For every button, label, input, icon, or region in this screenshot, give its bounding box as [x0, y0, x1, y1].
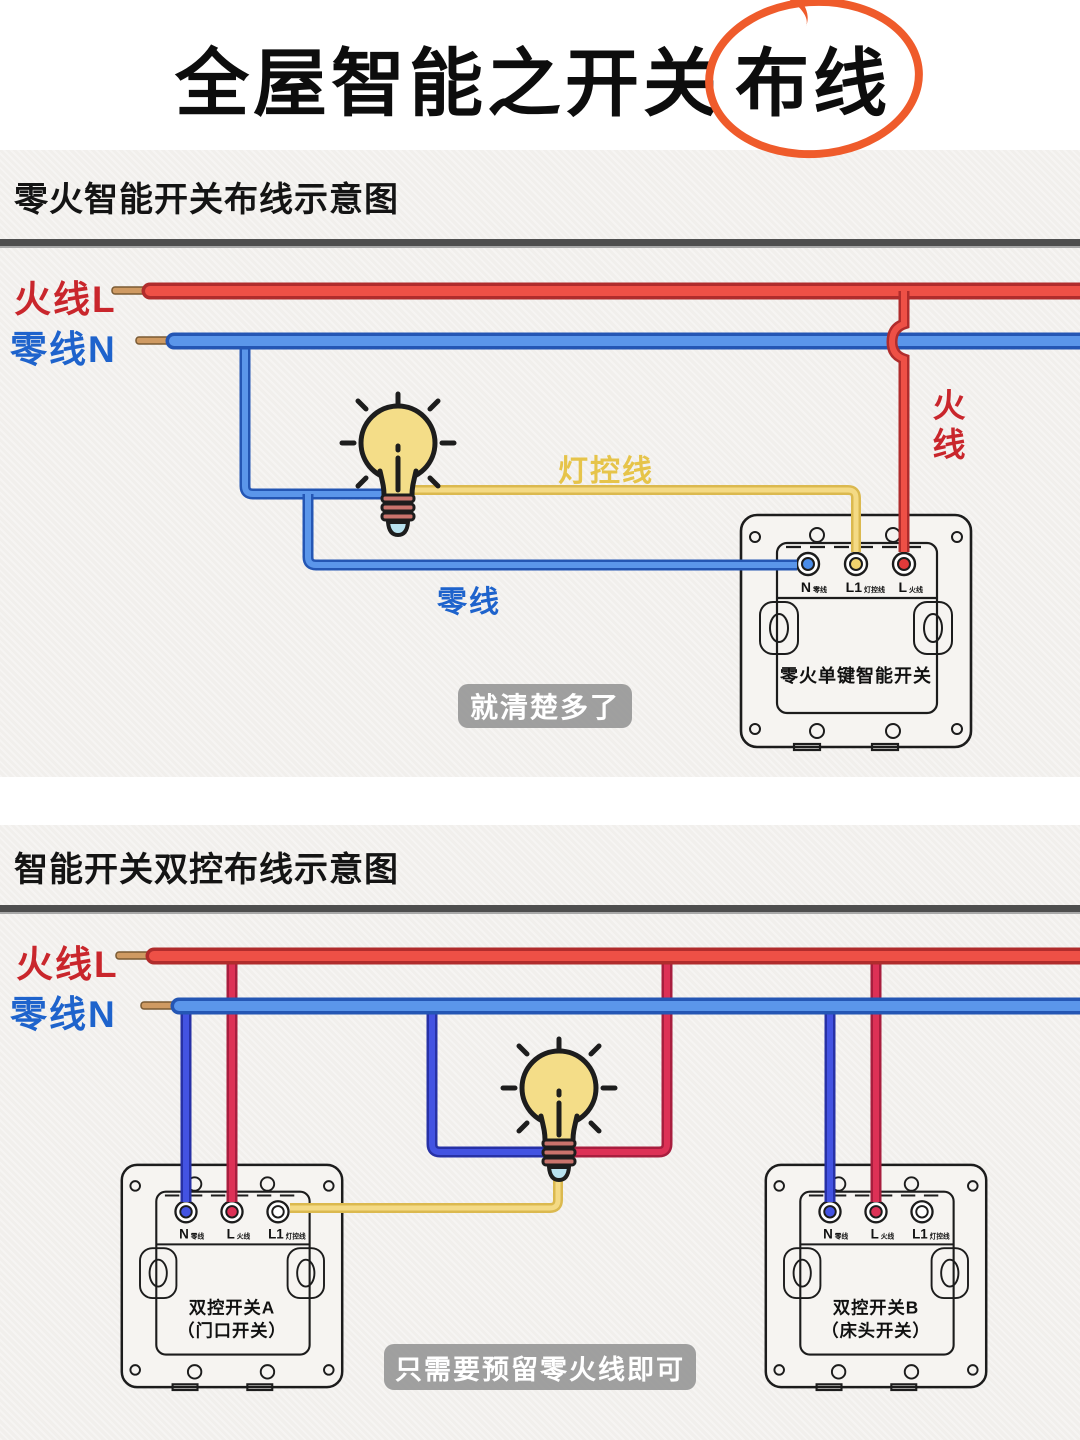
p1-neutral-branch-label: 零线 — [437, 586, 501, 619]
page-title-prefix: 全屋智能之开关 — [175, 42, 721, 125]
p1-live-wire-label: 火线L — [14, 279, 117, 320]
caption-badge: 就清楚多了 — [458, 684, 632, 728]
page-title-circled: 布线 — [735, 42, 891, 125]
light-bulb-icon — [500, 1036, 618, 1182]
light-bulb-icon — [339, 391, 457, 537]
terminal-l-label: L — [898, 579, 907, 595]
smart-switch-a: N 零线 L 火线 L1 灯控线 双控开关A （门口开关） — [120, 1163, 344, 1392]
bulb-rays — [500, 1036, 618, 1134]
terminal-l1-sublabel: 灯控线 — [930, 1232, 950, 1241]
switch-name-line2: （门口开关） — [177, 1320, 286, 1340]
terminal-n-label: N — [823, 1227, 833, 1242]
terminal-l1: L1 灯控线 — [843, 551, 885, 595]
terminal-l1-sublabel: 灯控线 — [864, 585, 885, 594]
smart-switch-b: N 零线 L 火线 L1 灯控线 双控开关B （床头开关） — [764, 1163, 988, 1392]
page-title: 全屋智能之开关布线 — [0, 0, 1080, 166]
terminal-n-sublabel: 零线 — [190, 1232, 205, 1241]
terminal-l1-sublabel: 灯控线 — [286, 1232, 306, 1241]
bulb-rays — [339, 391, 457, 489]
terminal-l1-label: L1 — [912, 1227, 928, 1242]
terminal-l-sublabel: 火线 — [881, 1232, 895, 1241]
p2-neutral-wire-label: 零线N — [10, 994, 117, 1035]
section1-divider — [0, 239, 1080, 248]
terminal-l-label: L — [227, 1227, 235, 1242]
terminal-n: N 零线 — [795, 551, 827, 595]
switch-name-line1: 双控开关B — [833, 1297, 919, 1317]
page-title-circled-wrap: 布线 — [699, 0, 929, 166]
terminal-l1-label: L1 — [268, 1227, 284, 1242]
p1-neutral-wire-label: 零线N — [10, 329, 117, 370]
p2-live-wire-label: 火线L — [16, 944, 119, 985]
terminal-n-label: N — [179, 1227, 189, 1242]
switch-name: 零火单键智能开关 — [779, 665, 932, 686]
terminal-l-sublabel: 火线 — [909, 585, 923, 594]
terminal-l: L 火线 — [864, 1200, 895, 1242]
section1-header: 零火智能开关布线示意图 — [14, 181, 399, 219]
terminal-l: L 火线 — [891, 551, 923, 595]
p1-lamp-control-label: 灯控线 — [558, 455, 654, 488]
terminal-n-sublabel: 零线 — [812, 585, 827, 594]
smart-switch-single: N 零线 L1 灯控线 L 火线 零火单键智能开关 — [739, 513, 973, 752]
switch-name-line2: （床头开关） — [821, 1320, 930, 1340]
switch-name-line1: 双控开关A — [189, 1297, 275, 1317]
terminal-n-sublabel: 零线 — [834, 1232, 849, 1241]
p1-live-drop-label: 火线 — [928, 388, 965, 466]
section2-header: 智能开关双控布线示意图 — [14, 851, 399, 889]
caption-badge: 只需要预留零火线即可 — [384, 1344, 696, 1390]
terminal-l1: L1 灯控线 — [910, 1200, 950, 1242]
terminal-l1: L1 灯控线 — [266, 1200, 306, 1242]
section2-divider — [0, 905, 1080, 914]
terminal-l-sublabel: 火线 — [237, 1232, 251, 1241]
terminal-l-label: L — [871, 1227, 879, 1242]
terminal-l1-label: L1 — [846, 579, 863, 595]
terminal-n-label: N — [801, 579, 811, 595]
